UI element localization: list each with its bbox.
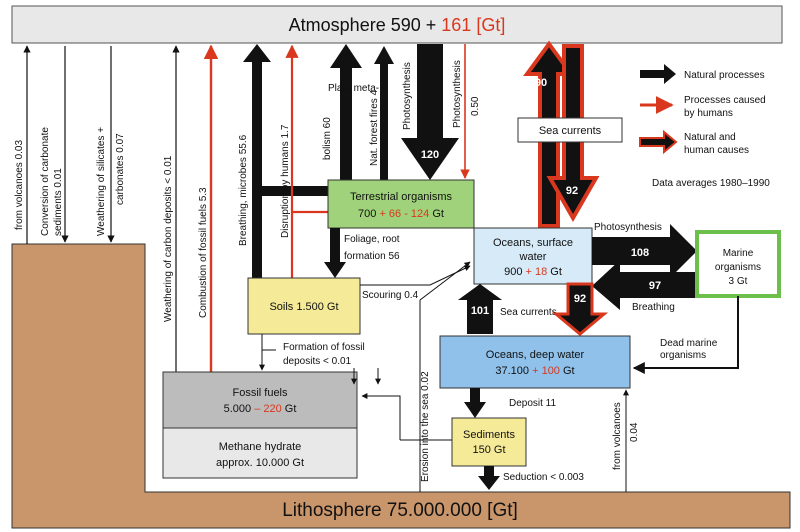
terrestrial-value: 700 + 66 - 124 Gt xyxy=(358,208,444,220)
oceans-surface-line1: Oceans, surface xyxy=(493,237,573,249)
dead-marine-label-1: Dead marine xyxy=(660,338,718,349)
marine-box xyxy=(695,230,781,298)
methane-title: Methane hydrate xyxy=(219,441,302,453)
marine-97-value: 97 xyxy=(649,280,661,292)
legend-human-1: Processes caused xyxy=(684,95,766,106)
sediments-title: Sediments xyxy=(463,429,515,441)
fossil-fuels-title: Fossil fuels xyxy=(232,387,288,399)
deep-92-value: 92 xyxy=(574,293,586,305)
sea-currents-box xyxy=(517,117,623,143)
plant-label-1: Plant meta- xyxy=(328,83,379,94)
plant-metabolism-arrow xyxy=(330,44,362,180)
legend-both-icon xyxy=(639,129,678,155)
photosynthesis-human-value: 0.50 xyxy=(470,96,481,116)
legend-both-1: Natural and xyxy=(684,132,736,143)
dead-marine-label-2: organisms xyxy=(660,350,706,361)
weathering-label-1: Weathering of silicates + xyxy=(96,127,107,236)
erosion-arrow xyxy=(419,261,471,301)
marine-line2: organisms xyxy=(715,262,761,273)
volcanoes-right-value: 0.04 xyxy=(629,422,640,442)
soils-box xyxy=(247,277,361,335)
terrestrial-box xyxy=(327,179,475,229)
seduction-arrow xyxy=(478,466,500,490)
sea-currents-title: Sea currents xyxy=(539,125,602,137)
foliage-label-2: formation 56 xyxy=(344,251,400,262)
combustion-label: Combustion of fossil fuels 5.3 xyxy=(198,187,209,318)
deposit-label: Deposit 11 xyxy=(509,398,557,409)
oceans-surface-line2: water xyxy=(519,251,547,263)
legend-note: Data averages 1980–1990 xyxy=(652,178,770,189)
breathing-label: Breathing xyxy=(632,302,675,313)
dead-marine-arrow xyxy=(632,296,739,374)
legend-natural: Natural processes xyxy=(684,70,765,81)
fossil-formation-label-1: Formation of fossil xyxy=(283,342,365,353)
fossil-fuels-value: 5.000 – 220 Gt xyxy=(224,403,297,415)
atmosphere-title: Atmosphere 590 + 161 [Gt] xyxy=(289,15,506,35)
sediments-value: 150 Gt xyxy=(472,444,505,456)
methane-value: approx. 10.000 Gt xyxy=(216,457,304,469)
volcanoes-label: from volcanoes 0.03 xyxy=(14,140,25,230)
deep-101-arrow xyxy=(458,284,502,334)
legend-human-2: by humans xyxy=(684,108,733,119)
atmosphere-bar xyxy=(11,5,783,44)
photosynthesis-value: 120 xyxy=(421,149,439,161)
fossil-fuels-box xyxy=(162,371,358,429)
marine-breathing-arrow xyxy=(592,260,697,310)
photosynthesis-human-label: Photosynthesis xyxy=(452,60,463,128)
plant-label-2: bolism 60 xyxy=(322,117,333,160)
sediment-fossil-arrow xyxy=(361,393,401,440)
sea-up-value: 90 xyxy=(535,77,547,89)
marine-photosynthesis-label: Photosynthesis xyxy=(594,222,662,233)
methane-box xyxy=(162,427,358,479)
scouring-label: Scouring 0.4 xyxy=(362,290,419,301)
photosynthesis-label: Photosynthesis xyxy=(402,62,413,130)
lithosphere-ground xyxy=(11,243,791,529)
weathering-label-2: carbonates 0.07 xyxy=(115,133,126,205)
soils-label: Soils 1.500 Gt xyxy=(269,301,338,313)
erosion-label: Erosion into the sea 0.02 xyxy=(420,371,431,482)
deposit-arrow xyxy=(464,388,486,418)
weathering-carbon-label: Weathering of carbon deposits < 0.01 xyxy=(163,155,174,322)
breathing-microbes-arrow xyxy=(243,44,271,280)
forest-fires-label: Nat. forest fires 4 xyxy=(369,89,380,166)
disruption-label: Disruption by humans 1.7 xyxy=(280,124,291,238)
forest-fires-arrow xyxy=(374,46,394,180)
marine-108-value: 108 xyxy=(631,247,649,259)
foliage-arrow xyxy=(324,228,346,278)
terrestrial-title: Terrestrial organisms xyxy=(350,191,453,203)
oceans-surface-value: 900 + 18 Gt xyxy=(504,266,562,278)
carbonate-label-2: sediments 0.01 xyxy=(53,168,64,236)
seduction-label: Seduction < 0.003 xyxy=(503,472,584,483)
marine-line1: Marine xyxy=(723,248,754,259)
legend-both-2: human causes xyxy=(684,145,749,156)
foliage-label-1: Foliage, root xyxy=(344,234,400,245)
photosynthesis-arrow xyxy=(401,44,459,180)
sea-down-value: 92 xyxy=(566,185,578,197)
breathing-microbes-label: Breathing, microbes 55.6 xyxy=(238,134,249,246)
fossil-formation-label-2: deposits < 0.01 xyxy=(283,356,352,367)
legend-natural-icon xyxy=(640,64,676,84)
marine-line3: 3 Gt xyxy=(729,276,748,287)
oceans-surface-box xyxy=(473,227,593,285)
deep-101-value: 101 xyxy=(471,305,489,317)
oceans-deep-value: 37.100 + 100 Gt xyxy=(495,365,574,377)
carbonate-label-1: Conversion of carbonate xyxy=(40,127,51,236)
terrestrial-connector xyxy=(262,186,328,196)
sediments-box xyxy=(451,417,527,467)
oceans-deep-box xyxy=(439,335,631,389)
sea-currents-label: Sea currents xyxy=(500,307,557,318)
scouring-arrow xyxy=(360,265,471,286)
deep-92-arrow xyxy=(551,282,609,336)
volcanoes-right-label: from volcanoes xyxy=(612,402,623,470)
lithosphere-label: Lithosphere 75.000.000 [Gt] xyxy=(282,500,518,521)
oceans-deep-title: Oceans, deep water xyxy=(486,349,585,361)
